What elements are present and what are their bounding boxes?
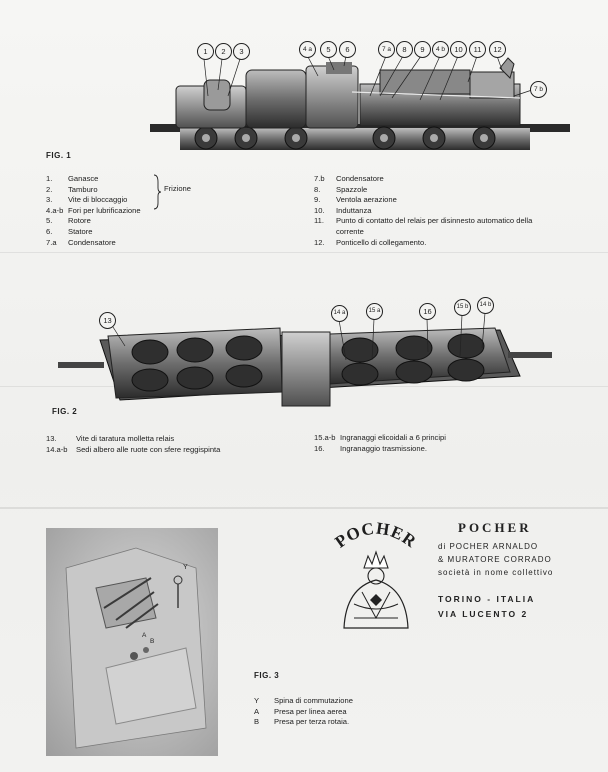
- callout-2: 2: [215, 43, 232, 60]
- legend-item: 10.Induttanza: [314, 205, 372, 215]
- callout-4b: 4 b: [432, 41, 449, 58]
- photo-letter-y: Y: [183, 564, 188, 571]
- callout-10: 10: [450, 41, 467, 58]
- company-line: & MURATORE CORRADO: [438, 555, 552, 564]
- callout-7a: 7 a: [378, 41, 395, 58]
- legend-item: 12.Ponticello di collegamento.: [314, 237, 427, 247]
- callout-12: 12: [489, 41, 506, 58]
- legend-item: 3.Vite di bloccaggio: [46, 195, 128, 205]
- fig3-drawing: [65, 547, 207, 749]
- legend-item: 13.Vite di taratura molletta relais: [46, 434, 175, 443]
- callout-14a: 14 a: [331, 305, 348, 322]
- fig3-photo: Y A B: [46, 528, 218, 756]
- fig1-label: FIG. 1: [46, 151, 72, 160]
- company-name: POCHER: [458, 520, 532, 535]
- brace-icon: [153, 174, 162, 210]
- company-line: società in nome collettivo: [438, 568, 554, 577]
- callout-3: 3: [233, 43, 250, 60]
- logo-arch: POCHER: [331, 519, 419, 552]
- legend-item: 11.Punto di contatto del relais per disi…: [314, 216, 533, 226]
- company-address: TORINO - ITALIA VIA LUCENTO 2: [438, 592, 535, 622]
- callout-9: 9: [414, 41, 431, 58]
- callout-4a: 4 a: [299, 41, 316, 58]
- legend-item: 5.Rotore: [46, 216, 91, 226]
- fold-line: [0, 507, 608, 509]
- legend-item: 2.Tamburo: [46, 184, 98, 194]
- fig2-legend-left: 13.Vite di taratura molletta relais 14.a…: [46, 434, 220, 455]
- fold-line: [0, 252, 608, 253]
- callout-14b: 14 b: [477, 297, 494, 314]
- company-details: di POCHER ARNALDO & MURATORE CORRADO soc…: [438, 540, 553, 579]
- legend-item: 1.Ganasce: [46, 174, 99, 183]
- photo-letter-b: B: [150, 638, 155, 645]
- legend-item: 16.Ingranaggio trasmissione.: [314, 443, 427, 453]
- address-line: TORINO - ITALIA: [438, 594, 536, 604]
- callout-16: 16: [419, 303, 436, 320]
- legend-item: 9.Ventola aerazione: [314, 195, 397, 205]
- callout-8: 8: [396, 41, 413, 58]
- callout-5: 5: [320, 41, 337, 58]
- fig3-label: FIG. 3: [254, 671, 280, 680]
- legend-item: corrente: [336, 226, 364, 236]
- fig1-legend-left: 1.Ganasce 2.Tamburo 3.Vite di bloccaggio…: [46, 174, 141, 248]
- company-line: di POCHER ARNALDO: [438, 542, 539, 551]
- legend-item: 6.Statore: [46, 226, 93, 236]
- legend-item: 8.Spazzole: [314, 184, 368, 194]
- callout-13: 13: [99, 312, 116, 329]
- callout-11: 11: [469, 41, 486, 58]
- photo-letter-a: A: [142, 632, 147, 639]
- frizione-label: Frizione: [164, 184, 192, 193]
- pocher-logo: POCHER: [326, 518, 426, 642]
- callout-15a: 15 a: [366, 303, 383, 320]
- callout-15b: 15 b: [454, 299, 471, 316]
- fig2-label: FIG. 2: [52, 407, 78, 416]
- address-line: VIA LUCENTO 2: [438, 609, 529, 619]
- callout-1: 1: [197, 43, 214, 60]
- callout-6: 6: [339, 41, 356, 58]
- king-card-icon: [343, 550, 409, 629]
- callout-7b: 7 b: [530, 81, 547, 98]
